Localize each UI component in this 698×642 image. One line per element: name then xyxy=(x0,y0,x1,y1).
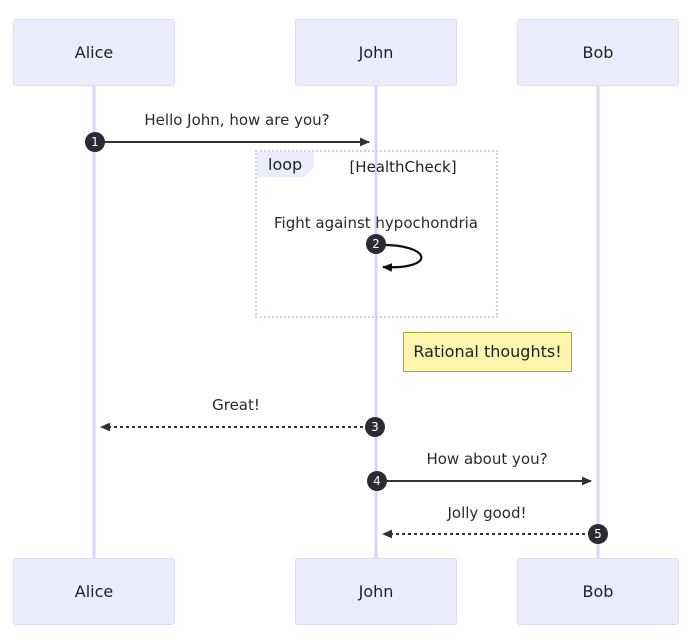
actor-box-alice-top[interactable]: Alice xyxy=(13,19,175,86)
loop-fragment-tag: loop xyxy=(257,152,314,177)
actor-box-john-bottom[interactable]: John xyxy=(295,558,457,625)
actor-box-alice-bottom[interactable]: Alice xyxy=(13,558,175,625)
note-box: Rational thoughts! xyxy=(403,332,572,372)
loop-fragment-box xyxy=(255,150,498,318)
message-label-1: Hello John, how are you? xyxy=(144,111,330,129)
message-label-2: Fight against hypochondria xyxy=(274,214,478,232)
actor-label-john-bottom: John xyxy=(358,581,394,601)
sequence-badge-3: 3 xyxy=(365,417,385,437)
message-label-4: How about you? xyxy=(426,450,548,468)
message-label-5: Jolly good! xyxy=(447,504,527,522)
actor-box-bob-top[interactable]: Bob xyxy=(517,19,679,86)
actor-label-alice-bottom: Alice xyxy=(74,581,114,601)
note-text: Rational thoughts! xyxy=(413,342,562,361)
message-arrow-2 xyxy=(375,243,423,272)
actor-label-alice-top: Alice xyxy=(74,42,114,62)
sequence-badge-2: 2 xyxy=(366,234,386,254)
message-label-3: Great! xyxy=(212,396,260,414)
sequence-badge-1: 1 xyxy=(85,132,105,152)
sequence-badge-5: 5 xyxy=(588,524,608,544)
actor-label-john-top: John xyxy=(358,42,394,62)
loop-fragment-tag-label: loop xyxy=(268,154,303,174)
loop-fragment-condition-label: [HealthCheck] xyxy=(349,158,457,176)
actor-box-bob-bottom[interactable]: Bob xyxy=(517,558,679,625)
actor-label-bob-bottom: Bob xyxy=(582,581,614,601)
actor-label-bob-top: Bob xyxy=(582,42,614,62)
sequence-badge-4: 4 xyxy=(367,471,387,491)
actor-box-john-top[interactable]: John xyxy=(295,19,457,86)
